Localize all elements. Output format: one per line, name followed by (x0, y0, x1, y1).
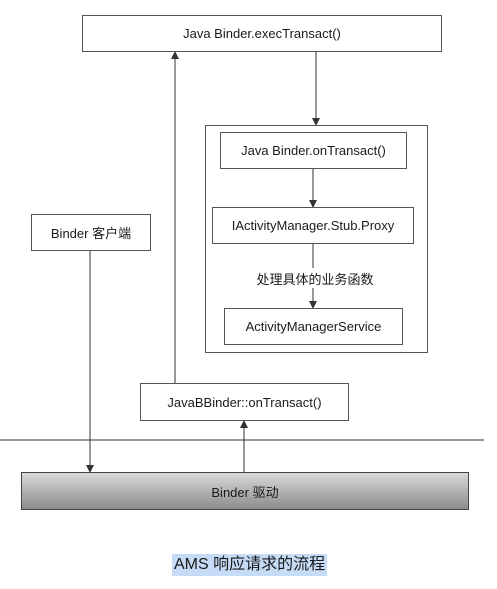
binder-driver-bar: Binder 驱动 (21, 472, 469, 510)
exec-transact-node: Java Binder.execTransact() (82, 15, 442, 52)
java-ontransact-label: Java Binder.onTransact() (241, 143, 386, 158)
ams-node: ActivityManagerService (224, 308, 403, 345)
jbbinder-ontransact-label: JavaBBinder::onTransact() (167, 394, 322, 410)
jbbinder-ontransact-node: JavaBBinder::onTransact() (140, 383, 349, 421)
java-layer-group (205, 125, 428, 353)
binder-client-label: Binder 客户端 (50, 226, 132, 241)
ams-label: ActivityManagerService (245, 319, 382, 334)
binder-client-node: Binder 客户端 (31, 214, 151, 251)
java-ontransact-node: Java Binder.onTransact() (220, 132, 407, 169)
business-function-label: 处理具体的业务函数 (240, 268, 390, 288)
exec-transact-label: Java Binder.execTransact() (183, 26, 341, 41)
stub-proxy-node: IActivityManager.Stub.Proxy (212, 207, 414, 244)
figure-caption: AMS 响应请求的流程 (172, 554, 328, 576)
binder-driver-label: Binder 驱动 (211, 484, 279, 500)
stub-proxy-label: IActivityManager.Stub.Proxy (231, 218, 395, 233)
